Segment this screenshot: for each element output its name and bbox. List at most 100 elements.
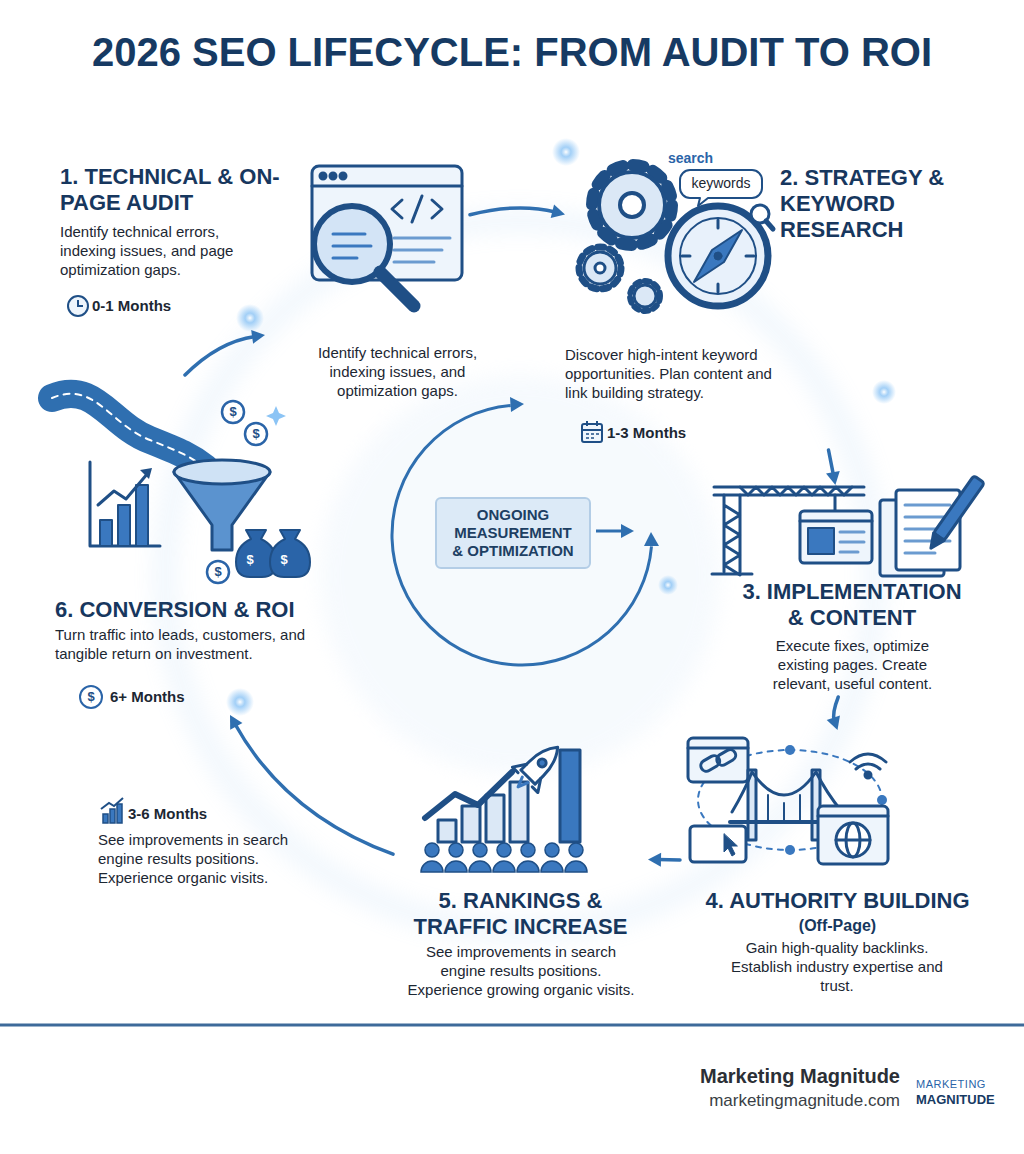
conversion-icon	[90, 462, 160, 546]
cycle-arc	[621, 524, 634, 538]
authority-icon	[850, 754, 886, 769]
crowd-icon	[445, 843, 467, 872]
strategy-icon	[714, 252, 722, 260]
rankings-icon	[425, 772, 512, 818]
stage-node: 2. STRATEGY & KEYWORD RESEARCH Discover h…	[565, 140, 990, 450]
logo-text: MAGNITUDE	[916, 1092, 1008, 1107]
step-heading: 4. AUTHORITY BUILDING	[680, 888, 995, 914]
step-description: Discover high-intent keyword opportuniti…	[565, 345, 790, 402]
step-duration: 0-1 Months	[92, 296, 242, 315]
label-box: $	[246, 424, 266, 444]
conversion-icon	[174, 460, 270, 484]
label-box: $	[223, 402, 243, 422]
glow-dot	[658, 575, 678, 595]
authority-icon	[877, 795, 887, 805]
chart-icon	[103, 814, 108, 823]
step-duration: 1-3 Months	[607, 423, 757, 442]
label-box: 3-6 Months	[128, 804, 248, 823]
crowd-icon	[517, 843, 539, 872]
conversion-icon	[100, 520, 112, 546]
strategy-icon	[599, 172, 665, 238]
audit-icon	[394, 238, 450, 262]
center-box: ONGOING MEASUREMENT & OPTIMIZATION	[435, 497, 591, 569]
label-box: search	[668, 150, 728, 166]
rankings-icon	[505, 735, 570, 800]
crowd-icon	[469, 843, 491, 872]
step-description: Identify technical errors, indexing issu…	[60, 222, 270, 279]
authority-icon	[715, 748, 738, 768]
glow-dot	[236, 304, 264, 332]
authority-icon	[688, 747, 748, 750]
clock-icon	[68, 296, 88, 316]
icon-text: search	[668, 150, 728, 166]
label-box: keywords	[680, 174, 762, 192]
label-box: See improvements in search engine result…	[98, 830, 296, 887]
authority-icon	[690, 826, 746, 862]
step-heading: 3. IMPLEMENTATION & CONTENT	[734, 579, 970, 631]
money-bag-symbol: $	[274, 550, 294, 570]
step-heading: 2. STRATEGY & KEYWORD RESEARCH	[780, 165, 985, 243]
conversion-icon	[207, 561, 229, 583]
crowd-icon	[565, 843, 587, 872]
step-subheading: (Off-Page)	[680, 916, 995, 936]
audit-icon	[340, 173, 346, 179]
money-bag-symbol: $	[240, 550, 260, 570]
label-box: $	[274, 550, 294, 570]
rankings-icon	[510, 782, 528, 842]
implementation-icon	[714, 487, 864, 495]
arrowhead	[551, 204, 565, 218]
authority-icon	[865, 772, 871, 778]
glow-dot	[872, 380, 896, 404]
crowd-icon	[421, 843, 443, 872]
authority-icon	[785, 845, 795, 855]
connector-line	[185, 336, 255, 375]
bubble-text: keywords	[680, 174, 762, 192]
arrowhead	[827, 715, 840, 730]
arrowhead	[230, 715, 242, 730]
connector-line	[470, 208, 555, 215]
authority-icon	[836, 823, 870, 857]
authority-icon	[768, 795, 800, 822]
implementation-icon	[712, 476, 984, 576]
conversion-icon	[136, 485, 148, 546]
rankings-icon	[521, 740, 565, 784]
title-box: 2026 SEO LIFECYCLE: FROM AUDIT TO ROI	[0, 28, 1024, 76]
conversion-icon	[236, 530, 276, 577]
strategy-icon	[680, 218, 756, 294]
title: 2026 SEO LIFECYCLE: FROM AUDIT TO ROI	[0, 28, 1024, 76]
step-note: Identify technical errors, indexing issu…	[295, 343, 500, 400]
label-box: MARKETING	[916, 1078, 1008, 1091]
label-box: Identify technical errors, indexing issu…	[295, 343, 500, 400]
label-box: MAGNITUDE	[916, 1092, 1008, 1107]
implementation-icon	[808, 528, 834, 554]
glow-dot	[552, 138, 580, 166]
audit-icon	[333, 234, 371, 258]
implementation-icon	[926, 476, 985, 552]
step-description: See improvements in search engine result…	[405, 942, 637, 999]
connector-line	[829, 450, 834, 475]
cycle-arrow	[826, 450, 840, 485]
rankings-icon	[438, 820, 456, 842]
strategy-icon	[634, 285, 656, 307]
rankings-icon	[515, 777, 528, 790]
label-box: $	[240, 550, 260, 570]
cycle-arc	[392, 406, 652, 666]
conversion-icon	[80, 686, 102, 708]
strategy-icon	[595, 263, 605, 273]
logo-text: MARKETING	[916, 1078, 1008, 1091]
implementation-icon	[800, 511, 872, 563]
authority-icon	[724, 834, 737, 856]
chart-icon	[117, 804, 122, 823]
rankings-icon	[486, 795, 504, 842]
stage-node: 6. CONVERSION & ROITurn traffic into lea…	[50, 375, 350, 715]
cycle-arrow	[470, 204, 565, 218]
glow-ring	[165, 220, 875, 930]
coin-symbol: $	[246, 424, 266, 444]
arrowhead	[826, 471, 840, 485]
step-heading: 5. RANKINGS & TRAFFIC INCREASE	[393, 888, 648, 940]
authority-icon	[836, 839, 870, 842]
rankings-icon	[536, 757, 547, 768]
step-note: See improvements in search engine result…	[98, 830, 296, 887]
label-box: Marketing Magnitude	[600, 1064, 900, 1088]
chart-icon	[101, 798, 123, 823]
